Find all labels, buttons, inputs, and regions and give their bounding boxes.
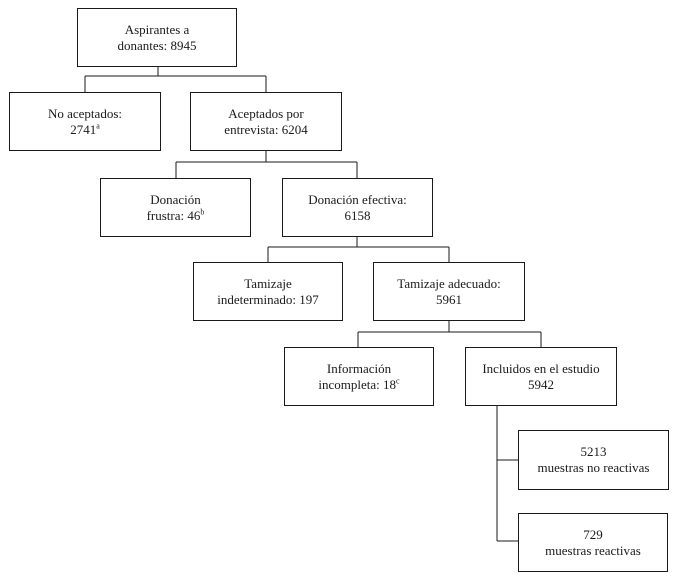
box-informacion-incompleta: Información incompleta: 18c [284, 347, 434, 406]
donacion-frustra-line2: frustra: 46b [147, 208, 205, 224]
box-donacion-frustra: Donación frustra: 46b [100, 178, 251, 237]
no-reactivas-line2: muestras no reactivas [537, 460, 650, 475]
aspirantes-line2: donantes: 8945 [117, 37, 197, 53]
no-aceptados-value: 2741 [70, 121, 97, 137]
donacion-efectiva-line2: 6158 [344, 207, 371, 223]
aceptados-line2: entrevista: 6204 [224, 121, 308, 137]
incluidos-line1: Incluidos en el estudio [482, 360, 600, 376]
box-incluidos: Incluidos en el estudio 5942 [465, 347, 617, 406]
tamizaje-adecuado-line2: 5961 [436, 291, 462, 307]
box-aceptados: Aceptados por entrevista: 6204 [190, 92, 342, 151]
box-reactivas: 729 muestras reactivas [518, 513, 668, 572]
incluidos-line2: 5942 [528, 376, 554, 392]
reactivas-line1: 729 [583, 526, 603, 542]
informacion-incompleta-line1: Información [326, 360, 392, 376]
box-no-aceptados: No aceptados: 2741a [9, 92, 161, 151]
reactivas-line2: muestras reactivas [545, 542, 641, 558]
donacion-frustra-value: frustra: 46 [146, 207, 201, 223]
no-aceptados-line1: No aceptados: [47, 105, 122, 121]
tamizaje-indeterminado-line2: indeterminado: 197 [217, 291, 319, 307]
donacion-efectiva-line1: Donación efectiva: [308, 191, 407, 207]
box-tamizaje-indeterminado: Tamizaje indeterminado: 197 [193, 262, 343, 321]
box-aspirantes: Aspirantes a donantes: 8945 [77, 8, 237, 67]
informacion-incompleta-line2: incompleta: 18c [318, 377, 399, 393]
box-donacion-efectiva: Donación efectiva: 6158 [282, 178, 433, 237]
informacion-incompleta-value: incompleta: 18 [318, 376, 397, 392]
footnote-c: c [396, 376, 400, 386]
tamizaje-indeterminado-line1: Tamizaje [244, 275, 292, 291]
tamizaje-adecuado-line1: Tamizaje adecuado: [397, 275, 501, 291]
aspirantes-line1: Aspirantes a [124, 21, 190, 37]
donacion-frustra-line1: Donación [150, 191, 201, 207]
box-no-reactivas: 5213 muestras no reactivas [518, 430, 669, 490]
aceptados-line1: Aceptados por [228, 105, 304, 121]
no-aceptados-line2: 2741a [70, 122, 100, 138]
footnote-b: b [200, 207, 205, 217]
no-reactivas-line1: 5213 [580, 444, 607, 459]
footnote-a: a [96, 121, 100, 131]
box-tamizaje-adecuado: Tamizaje adecuado: 5961 [373, 262, 525, 321]
